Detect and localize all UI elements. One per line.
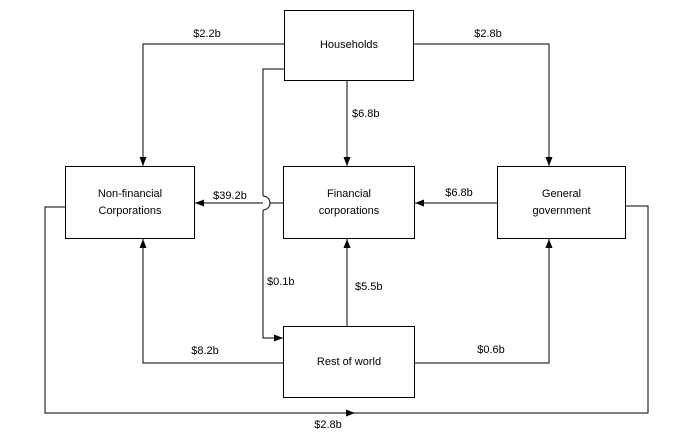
arrowhead-into-financial-right <box>415 199 424 207</box>
node-non-financial-label-line2: Corporations <box>98 204 162 217</box>
flow-label-households-to-general-government: $2.8b <box>474 28 502 40</box>
flow-line-households-to-rest-of-world-upper <box>262 68 284 196</box>
arrowhead-into-general-government-bottom <box>545 239 553 248</box>
node-general-government: General government <box>497 166 626 239</box>
flow-label-households-to-non-financial: $2.2b <box>193 28 221 40</box>
flow-line-rest-of-world-to-general-government <box>415 239 550 364</box>
arrowhead-into-non-financial-right <box>195 199 204 207</box>
arrowhead-bottom-line-direction <box>346 409 355 417</box>
node-rest-of-world-label: Rest of world <box>316 355 382 368</box>
flow-label-rest-of-world-to-financial: $5.5b <box>355 281 383 293</box>
node-financial-label-line1: Financial <box>326 187 372 200</box>
flow-label-households-to-rest-of-world: $0.1b <box>267 276 295 288</box>
node-general-government-label-line1: General <box>541 187 582 200</box>
arrowhead-into-financial-top <box>343 157 351 166</box>
node-households: Households <box>284 10 414 81</box>
node-households-label: Households <box>319 39 379 51</box>
flow-line-rest-of-world-to-non-financial <box>142 239 283 364</box>
flow-label-rest-of-world-to-non-financial: $8.2b <box>191 345 219 357</box>
node-financial-corporations: Financial corporations <box>283 166 415 239</box>
arrowhead-into-non-financial-top <box>139 157 147 166</box>
arrowhead-into-general-government-top <box>545 157 553 166</box>
arrowhead-into-rest-of-world-left <box>274 334 283 342</box>
flow-line-households-to-rest-of-world-lower <box>262 210 283 339</box>
node-non-financial-label-line1: Non-financial <box>97 187 163 200</box>
flow-label-rest-of-world-to-general-government: $0.6b <box>477 344 505 356</box>
flow-label-general-government-to-financial: $6.8b <box>445 187 473 199</box>
arrowhead-into-non-financial-bottom <box>139 239 147 248</box>
flow-label-financial-to-non-financial: $39.2b <box>213 190 247 202</box>
flow-line-households-to-general-government <box>414 43 550 166</box>
flow-label-non-financial-to-general-government: $2.8b <box>314 419 342 431</box>
node-rest-of-world: Rest of world <box>283 326 415 398</box>
flow-line-households-to-non-financial <box>142 43 284 166</box>
node-financial-label-line2: corporations <box>318 204 380 217</box>
node-non-financial-corporations: Non-financial Corporations <box>65 166 195 239</box>
line-hop-bridge <box>262 195 271 211</box>
node-general-government-label-line2: government <box>532 204 591 217</box>
arrowhead-into-financial-bottom <box>343 239 351 248</box>
flow-label-households-to-financial: $6.8b <box>352 108 380 120</box>
